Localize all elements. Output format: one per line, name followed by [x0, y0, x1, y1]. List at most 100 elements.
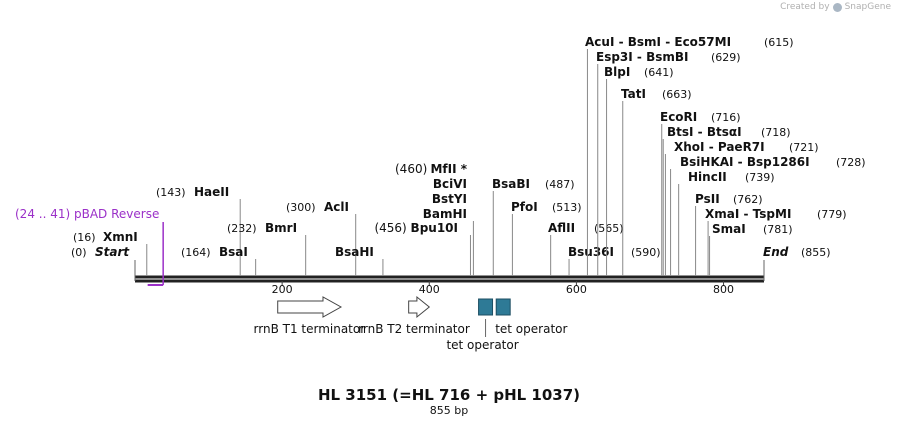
feature-label: tet operator: [446, 338, 518, 352]
feature-label: tet operator: [495, 322, 567, 336]
site-bmri[interactable]: BmrI(232): [227, 221, 307, 276]
site-position: (641): [644, 66, 674, 79]
site-position: (716): [711, 111, 741, 124]
site-xmni[interactable]: XmnI(16): [73, 230, 148, 276]
site-name: Bsp1286I: [747, 155, 810, 169]
site-label: AflII(565): [548, 221, 624, 235]
site-name: TspMI: [753, 207, 792, 221]
sequence-length: 855 bp: [430, 404, 468, 417]
site-separator: -: [694, 125, 707, 139]
primer-name: pBAD Reverse: [74, 207, 159, 221]
site-label: BtsI - BtsαI(718): [667, 125, 791, 139]
site-separator: -: [734, 155, 747, 169]
site-bsihkai[interactable]: BsiHKAI - Bsp1286I(728): [670, 155, 866, 276]
site-esp3i[interactable]: Esp3I - BsmBI(629): [596, 50, 741, 276]
site-position: (143): [156, 186, 186, 199]
site-ecori[interactable]: EcoRI (716): [660, 110, 741, 276]
site-name: BsmI: [628, 35, 661, 49]
site-bsu36i[interactable]: Bsu36I(590): [568, 245, 661, 276]
site-bsabi[interactable]: BsaBI (487): [492, 177, 575, 276]
site-label: XhoI - PaeR7I(721): [674, 140, 819, 154]
site-btsi[interactable]: BtsI - BtsαI(718): [662, 125, 791, 276]
site-bsai[interactable]: BsaI (164): [181, 245, 257, 276]
site-position: (721): [789, 141, 819, 154]
site-name: PfoI: [511, 200, 538, 214]
site-name: BsiHKAI: [680, 155, 734, 169]
site-label: BsiHKAI - Bsp1286I(728): [680, 155, 866, 169]
feature-tet-operator-box[interactable]: [495, 298, 511, 316]
site-blpi[interactable]: BlpI(641): [604, 65, 674, 276]
site-label: BlpI(641): [604, 65, 674, 79]
site-label: Bsu36I(590): [568, 245, 661, 259]
site-bpu10i[interactable]: (456) Bpu10I: [374, 221, 471, 276]
site-name: BsaBI: [492, 177, 530, 191]
site-aflii[interactable]: AflII(565): [548, 221, 624, 276]
site-name: TatI: [621, 87, 646, 101]
site-name: BmrI: [265, 221, 297, 235]
site-name: BtsI: [667, 125, 694, 139]
site-name: BsaHI: [335, 245, 374, 259]
site-separator: -: [739, 207, 752, 221]
site-position: (16): [73, 231, 96, 244]
snapgene-logo-icon: [832, 2, 842, 12]
feature-rrnb-t1-terminator-arrow[interactable]: [277, 296, 343, 318]
site-name: MfII *: [430, 162, 467, 176]
site-name: BsmBI: [646, 50, 688, 64]
site-acui[interactable]: AcuI - BsmI - Eco57MI (615): [585, 35, 794, 276]
site-xmai[interactable]: XmaI - TspMI(779): [705, 207, 847, 276]
site-name: PaeR7I: [718, 140, 765, 154]
feature-rrnb-t2-terminator-arrow[interactable]: [408, 295, 431, 319]
end-label: End: [763, 245, 789, 259]
site-pfoi[interactable]: PfoI(513): [511, 200, 582, 276]
site-label: BsaI: [219, 245, 248, 259]
site-name: AclI: [324, 200, 349, 214]
site-position: (781): [763, 223, 793, 236]
site-position: (487): [545, 178, 575, 191]
feature-tet-operator-box[interactable]: [478, 298, 494, 316]
site-position: (718): [761, 126, 791, 139]
site-separator: -: [661, 35, 674, 49]
site-name: XhoI: [674, 140, 705, 154]
site-label: (456) Bpu10I: [374, 221, 458, 235]
site-position: (779): [817, 208, 847, 221]
site-smai[interactable]: SmaI (781): [709, 222, 793, 276]
site-xhoi[interactable]: XhoI - PaeR7I (721): [664, 140, 819, 276]
site-acli[interactable]: AclI(300): [286, 200, 357, 276]
primer-pbad-reverse: (24 .. 41) pBAD Reverse: [15, 207, 164, 286]
site-psii[interactable]: PsII(762): [695, 192, 763, 276]
site-tati[interactable]: TatI (663): [621, 87, 692, 276]
ruler-tick-label: 200: [272, 283, 293, 296]
site-position: (663): [662, 88, 692, 101]
site-position: (164): [181, 246, 211, 259]
primer-label[interactable]: (24 .. 41) pBAD Reverse: [15, 207, 159, 221]
site-name: AflII: [548, 221, 575, 235]
site-hincii[interactable]: HincII(739): [678, 170, 775, 276]
site-name: BstYI: [432, 192, 467, 206]
ruler-tick-label: 400: [419, 283, 440, 296]
ruler: 200 400 600 800: [272, 281, 734, 296]
site-label: BsaBI (487): [492, 177, 575, 191]
site-label: PfoI(513): [511, 200, 582, 214]
ruler-tick-label: 600: [566, 283, 587, 296]
snapgene-credit: Created by SnapGene: [780, 2, 891, 12]
map-title: HL 3151 (=HL 716 + pHL 1037): [318, 386, 580, 404]
site-position: (615): [764, 36, 794, 49]
site-name: EcoRI: [660, 110, 697, 124]
credit-brand: SnapGene: [844, 2, 891, 12]
site-label: AclI: [324, 200, 349, 214]
site-name: BsaI: [219, 245, 248, 259]
end-position: (855): [801, 246, 831, 259]
site-name: PsII: [695, 192, 720, 206]
site-name: Bpu10I: [411, 221, 458, 235]
site-haeii[interactable]: HaeII(143): [156, 185, 241, 276]
ruler-tick-label: 800: [713, 283, 734, 296]
start-position: (0): [71, 246, 87, 259]
site-name: AcuI: [585, 35, 614, 49]
site-name: Eco57MI: [674, 35, 731, 49]
start-label: Start: [95, 245, 130, 259]
site-name: Esp3I: [596, 50, 633, 64]
site-label: (460): [395, 162, 427, 176]
site-name: SmaI: [712, 222, 746, 236]
site-bsahi[interactable]: BsaHI: [335, 245, 384, 276]
